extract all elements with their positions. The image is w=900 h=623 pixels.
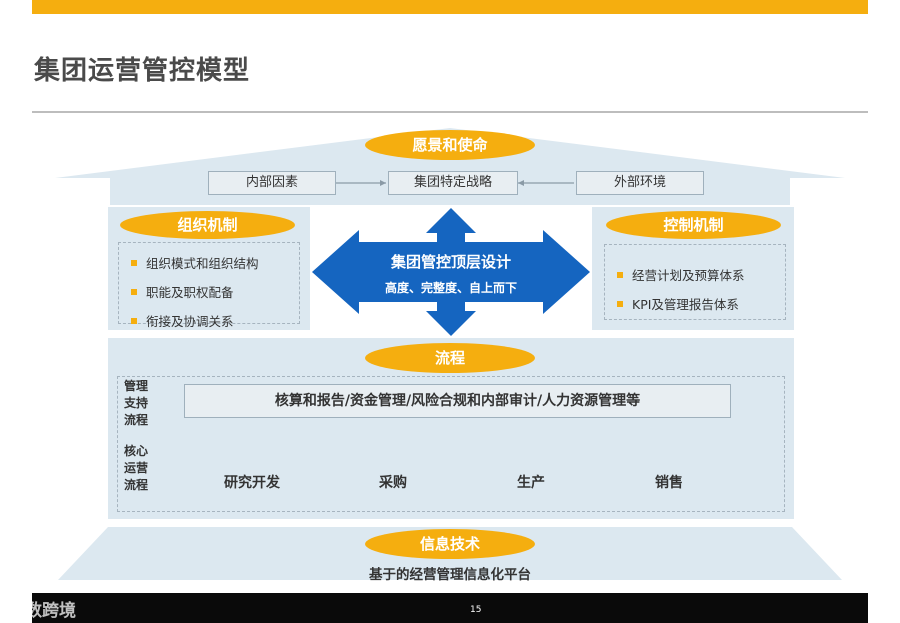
core-step-rd: 研究开发 (224, 475, 280, 491)
vision-pill: 愿景和使命 (365, 130, 535, 160)
strategy-box: 集团特定战略 (388, 171, 518, 195)
page-number: 15 (470, 605, 482, 615)
external-factors-box: 外部环境 (576, 171, 704, 195)
org-mechanism-list-frame: 组织模式和组织结构 职能及职权配备 衔接及协调关系 (118, 242, 300, 329)
title-divider (32, 111, 868, 113)
core-step-purchasing: 采购 (379, 475, 407, 491)
org-mechanism-pill: 组织机制 (120, 211, 295, 239)
four-way-arrow (312, 208, 590, 336)
support-process-box: 核算和报告/资金管理/风险合规和内部审计/人力资源管理等 (184, 384, 731, 418)
core-step-production: 生产 (517, 475, 545, 491)
support-process-label: 管理 支持 流程 (124, 379, 149, 427)
core-process-label: 核心 运营 流程 (124, 444, 149, 492)
center-design-subtitle: 高度、完整度、自上而下 (384, 281, 517, 295)
control-item: 经营计划及预算体系 (617, 265, 785, 284)
process-frame (117, 376, 785, 512)
org-item: 组织模式和组织结构 (131, 253, 299, 272)
footer-bar (32, 593, 868, 623)
org-item: 衔接及协调关系 (131, 311, 299, 330)
internal-factors-box: 内部因素 (208, 171, 336, 195)
process-pill: 流程 (365, 343, 535, 373)
org-item: 职能及职权配备 (131, 282, 299, 301)
core-step-sales: 销售 (655, 475, 683, 491)
it-pill: 信息技术 (365, 529, 535, 559)
control-item: KPI及管理报告体系 (617, 294, 785, 313)
it-platform-text: 基于的经营管理信息化平台 (369, 567, 531, 583)
top-accent-bar (32, 0, 868, 14)
page-title: 集团运营管控模型 (34, 56, 251, 86)
control-mechanism-list-frame: 经营计划及预算体系 KPI及管理报告体系 (604, 244, 786, 320)
watermark-logo: 大数跨境 (8, 601, 76, 621)
center-design-title: 集团管控顶层设计 (390, 253, 511, 271)
control-mechanism-pill: 控制机制 (606, 211, 781, 239)
